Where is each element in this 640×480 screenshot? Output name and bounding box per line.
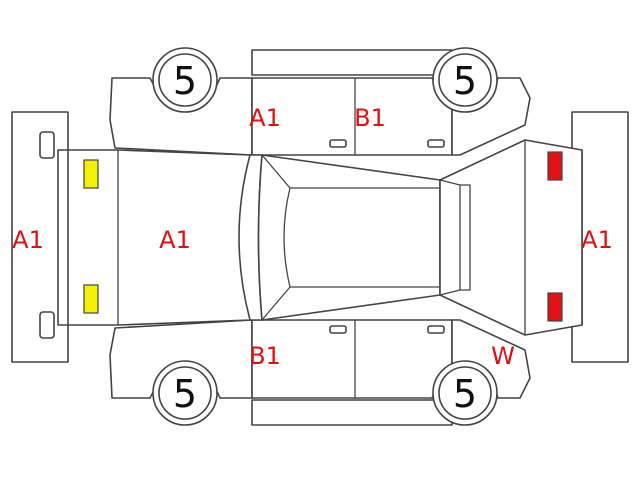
tire-front-left: 5 [152, 47, 218, 113]
car-body-top-view [67, 139, 583, 336]
tread-front-left-value: 5 [173, 59, 197, 103]
front-light-left [83, 159, 99, 189]
front-bumper [11, 111, 69, 363]
code-rear-bumper: A1 [581, 226, 613, 254]
tread-front-right-value: 5 [173, 372, 197, 416]
code-hood: A1 [159, 226, 191, 254]
tire-rear-right: 5 [432, 360, 498, 426]
front-light-right [83, 284, 99, 314]
tire-front-right: 5 [152, 360, 218, 426]
code-front-bumper: A1 [12, 226, 44, 254]
upper-side-panels [109, 49, 531, 156]
code-upper-rear-door: B1 [354, 104, 386, 132]
lower-side-panels [109, 319, 531, 426]
tread-rear-right-value: 5 [453, 372, 477, 416]
tread-rear-left-value: 5 [453, 59, 477, 103]
rear-light-left [547, 151, 563, 181]
code-lower-front-door: B1 [249, 342, 281, 370]
code-upper-front-door: A1 [249, 104, 281, 132]
tire-rear-left: 5 [432, 47, 498, 113]
code-lower-rear-fender: W [491, 342, 515, 370]
rear-light-right [547, 292, 563, 322]
